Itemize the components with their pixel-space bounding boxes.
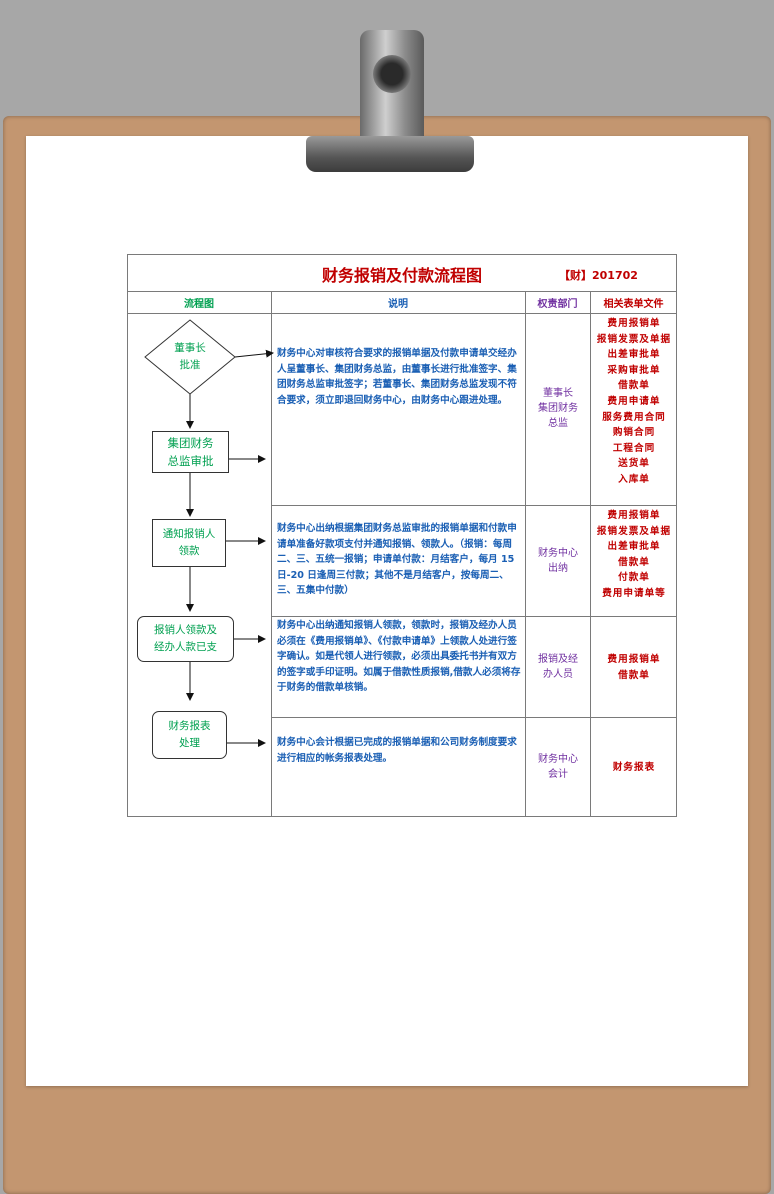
form-item: 借款单 — [593, 378, 675, 394]
column-divider — [590, 291, 591, 817]
form-item: 借款单 — [593, 555, 675, 571]
node-text: 集团财务 总监审批 — [168, 434, 214, 470]
binder-clip-icon — [306, 136, 474, 172]
form-item: 出差审批单 — [593, 347, 675, 363]
row-description: 财务中心出纳根据集团财务总监审批的报销单据和付款申请单准备好款项支付并通知报销、… — [277, 521, 523, 599]
document-title: 财务报销及付款流程图 — [322, 262, 482, 286]
form-item: 送货单 — [593, 456, 675, 472]
row-divider — [271, 616, 677, 617]
node-payee-collect: 报销人领款及 经办人款已支 — [137, 616, 234, 662]
dept-line: 报销及经 — [527, 652, 589, 667]
row-description: 财务中心出纳通知报销人领款，领款时，报销及经办人员必须在《费用报销单》、《付款申… — [277, 618, 523, 696]
node-label: 处理 — [169, 735, 211, 752]
dept-line: 办人员 — [527, 667, 589, 682]
form-item: 工程合同 — [593, 441, 675, 457]
document-code: 【财】201702 — [559, 267, 638, 283]
row-forms: 财务报表 — [593, 760, 675, 776]
flowchart-table: 财务报销及付款流程图 【财】201702 流程图 说明 权责部门 相关表单文件 … — [127, 254, 677, 817]
node-label: 集团财务 — [168, 434, 214, 452]
dept-line: 财务中心 — [527, 752, 589, 767]
node-label: 报销人领款及 — [154, 622, 217, 639]
binder-clip-rivet — [373, 55, 411, 93]
form-item: 报销发票及单据 — [593, 524, 675, 540]
row-forms: 费用报销单 借款单 — [593, 652, 675, 683]
node-label: 通知报销人 — [163, 526, 216, 543]
node-text: 通知报销人 领款 — [163, 526, 216, 560]
node-financial-report: 财务报表 处理 — [152, 711, 227, 759]
form-item: 购销合同 — [593, 425, 675, 441]
flow-arrow — [235, 353, 273, 357]
row-divider — [271, 505, 677, 506]
header-dept: 权责部门 — [525, 295, 590, 310]
dept-line: 总监 — [527, 416, 589, 431]
form-item: 费用报销单 — [593, 652, 675, 668]
form-item: 出差审批单 — [593, 539, 675, 555]
node-label: 领款 — [163, 543, 216, 560]
form-item: 费用报销单 — [593, 508, 675, 524]
header-explain: 说明 — [271, 295, 525, 310]
form-item: 借款单 — [593, 668, 675, 684]
row-department: 报销及经 办人员 — [527, 652, 589, 682]
dept-line: 财务中心 — [527, 546, 589, 561]
node-label: 董事长 — [160, 340, 220, 357]
dept-line: 集团财务 — [527, 401, 589, 416]
header-forms: 相关表单文件 — [590, 295, 677, 310]
form-item: 入库单 — [593, 472, 675, 488]
dept-line: 董事长 — [527, 386, 589, 401]
node-notify-payee: 通知报销人 领款 — [152, 519, 226, 567]
node-cfo-review: 集团财务 总监审批 — [152, 431, 229, 473]
node-chairman-approve: 董事长 批准 — [160, 340, 220, 374]
node-label: 批准 — [160, 357, 220, 374]
row-divider — [271, 717, 677, 718]
dept-line: 会计 — [527, 767, 589, 782]
row-forms: 费用报销单 报销发票及单据 出差审批单 借款单 付款单 费用申请单等 — [593, 508, 675, 602]
form-item: 费用申请单 — [593, 394, 675, 410]
node-text: 财务报表 处理 — [169, 718, 211, 752]
node-label: 财务报表 — [169, 718, 211, 735]
node-text: 报销人领款及 经办人款已支 — [154, 622, 217, 656]
row-description: 财务中心对审核符合要求的报销单据及付款申请单交经办人呈董事长、集团财务总监，由董… — [277, 346, 523, 408]
form-item: 报销发票及单据 — [593, 332, 675, 348]
form-item: 付款单 — [593, 570, 675, 586]
row-department: 财务中心 会计 — [527, 752, 589, 782]
form-item: 费用报销单 — [593, 316, 675, 332]
form-item: 费用申请单等 — [593, 586, 675, 602]
node-label: 总监审批 — [168, 452, 214, 470]
form-item: 服务费用合同 — [593, 410, 675, 426]
column-divider — [525, 291, 526, 817]
form-item: 采购审批单 — [593, 363, 675, 379]
form-item: 财务报表 — [593, 760, 675, 776]
row-department: 财务中心 出纳 — [527, 546, 589, 576]
node-label: 经办人款已支 — [154, 639, 217, 656]
row-description: 财务中心会计根据已完成的报销单据和公司财务制度要求进行相应的帐务报表处理。 — [277, 735, 523, 766]
row-department: 董事长 集团财务 总监 — [527, 386, 589, 431]
row-forms: 费用报销单 报销发票及单据 出差审批单 采购审批单 借款单 费用申请单 服务费用… — [593, 316, 675, 488]
dept-line: 出纳 — [527, 561, 589, 576]
